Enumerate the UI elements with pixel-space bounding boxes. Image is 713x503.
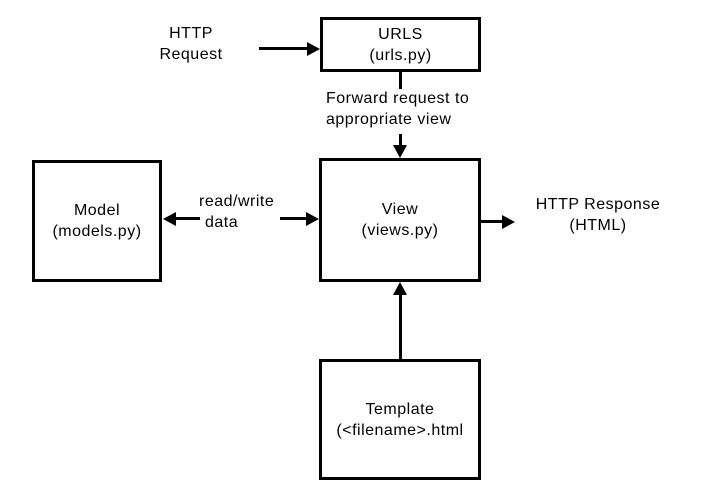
- http-request-label-line2: Request: [159, 46, 223, 63]
- urls-box-title: URLS: [378, 25, 423, 43]
- template-box: Template (<filename>.html: [319, 359, 481, 480]
- http-response-label-line1: HTTP Response: [535, 196, 661, 213]
- read-write-shaft-left: [175, 217, 200, 220]
- urls-box: URLS (urls.py): [320, 17, 481, 72]
- http-request-label: HTTP Request: [141, 23, 241, 65]
- model-box-title: Model: [73, 202, 121, 219]
- read-write-label-line1: read/write: [199, 193, 275, 210]
- http-response-arrowhead: [502, 215, 515, 229]
- forward-request-label: Forward request to appropriate view: [326, 88, 469, 130]
- http-request-arrow-shaft: [259, 47, 308, 50]
- read-write-label: read/write data: [199, 191, 274, 233]
- http-response-arrow-shaft: [481, 220, 503, 223]
- read-write-arrowhead-left: [163, 212, 176, 226]
- template-to-view-shaft: [399, 294, 402, 359]
- template-box-subtitle: (<filename>.html: [336, 421, 464, 439]
- view-box-subtitle: (views.py): [361, 222, 439, 239]
- forward-request-label-line2: appropriate view: [326, 111, 452, 128]
- template-box-title: Template: [365, 400, 435, 418]
- http-response-label: HTTP Response (HTML): [512, 194, 684, 236]
- urls-to-view-line-upper: [399, 72, 402, 89]
- http-request-arrowhead: [307, 42, 320, 56]
- view-box-title: View: [381, 201, 419, 218]
- urls-to-view-line-lower: [399, 134, 402, 147]
- urls-box-subtitle: (urls.py): [369, 46, 432, 64]
- forward-request-label-line1: Forward request to: [326, 90, 470, 107]
- view-box: View (views.py): [319, 158, 481, 282]
- template-to-view-arrowhead: [393, 282, 407, 295]
- http-request-label-line1: HTTP: [169, 25, 213, 42]
- http-response-label-line2: (HTML): [569, 217, 627, 234]
- model-box: Model (models.py): [32, 160, 162, 282]
- read-write-shaft-right: [280, 217, 307, 220]
- read-write-arrowhead-right: [306, 212, 319, 226]
- model-box-subtitle: (models.py): [52, 223, 142, 240]
- read-write-label-line2: data: [205, 214, 239, 231]
- urls-to-view-arrowhead: [393, 145, 407, 158]
